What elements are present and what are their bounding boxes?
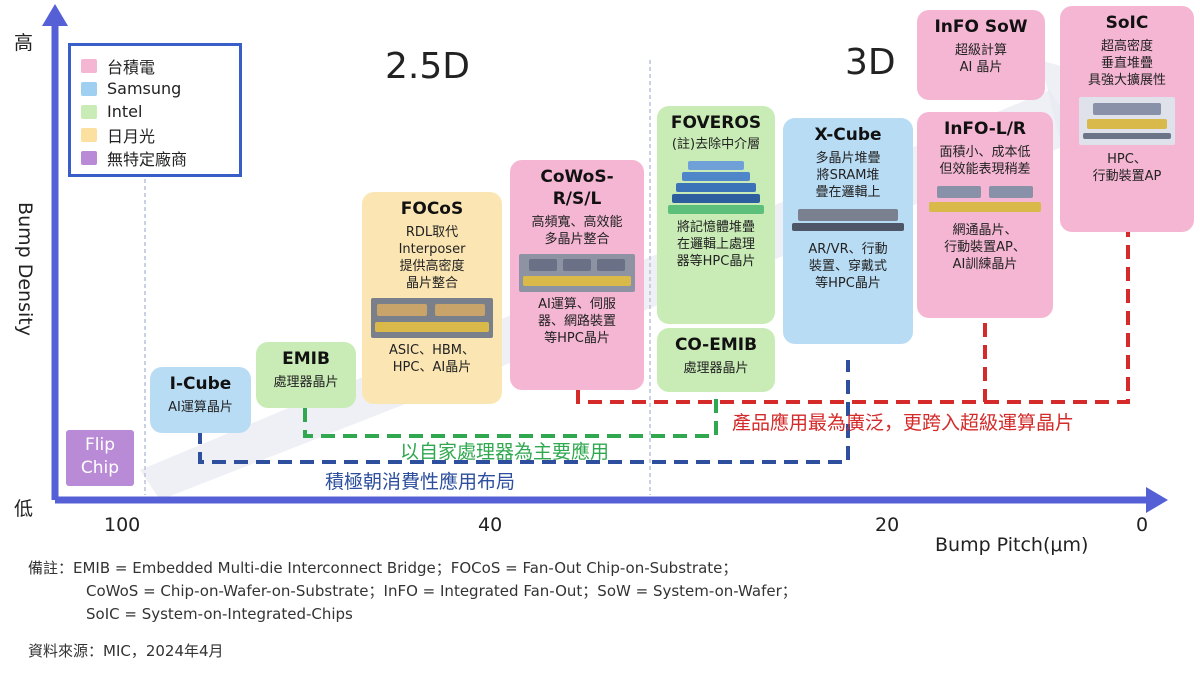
legend-swatch <box>81 81 97 96</box>
box-info-sow: InFO SoW 超級計算 AI 晶片 <box>917 10 1045 100</box>
green-connector <box>303 392 718 438</box>
box-info-sow-text: 超級計算 AI 晶片 <box>954 43 1007 75</box>
y-axis-high: 高 <box>14 32 34 54</box>
box-i-cube-title: I-Cube <box>169 374 232 394</box>
red-connector-b <box>985 232 1130 404</box>
box-emib-text: 處理器晶片 <box>273 375 339 390</box>
legend-swatch <box>81 150 97 165</box>
legend-label: 無特定廠商 <box>107 149 188 169</box>
box-flip-chip: Flip Chip <box>66 430 134 486</box>
box-x-cube-title: X-Cube <box>814 125 882 145</box>
foveros-stack-image <box>668 159 764 215</box>
footnote-line-2: CoWoS = Chip-on-Wafer-on-Substrate；InFO … <box>86 582 797 600</box>
legend-swatch <box>81 127 97 142</box>
box-cowos-text2: AI運算、伺服 器、網路裝置 等HPC晶片 <box>537 297 616 346</box>
legend-label: 日月光 <box>107 126 156 146</box>
source-note: 資料來源：MIC，2024年4月 <box>28 642 224 660</box>
box-focos: FOCoS RDL取代 Interposer 提供高密度 晶片整合 ASIC、H… <box>362 192 502 404</box>
box-emib-title: EMIB <box>282 349 330 369</box>
box-x-cube-text2: AR/VR、行動 裝置、穿戴式 等HPC晶片 <box>808 242 888 291</box>
box-info-lr-text2: 網通晶片、 行動裝置AP、 AI訓練晶片 <box>944 223 1026 272</box>
y-axis-low: 低 <box>14 498 34 520</box>
region-label-3d: 3D <box>845 42 896 83</box>
legend-label: Intel <box>107 102 143 121</box>
region-label-2-5d: 2.5D <box>385 46 470 87</box>
annotation-red: 產品應用最為廣泛，更跨入超級運算晶片 <box>732 412 1075 434</box>
x-tick-20: 20 <box>875 514 900 536</box>
legend: 台積電 Samsung Intel 日月光 無特定廠商 <box>68 43 242 177</box>
legend-item: 日月光 <box>81 123 229 146</box>
box-co-emib-title: CO-EMIB <box>674 335 758 355</box>
box-info-sow-title: InFO SoW <box>934 17 1028 37</box>
box-cowos-title: CoWoS- R/S/L <box>540 167 614 209</box>
box-info-lr: InFO-L/R 面積小、成本低 但效能表現稍差 網通晶片、 行動裝置AP、 A… <box>917 112 1053 318</box>
red-connector-a <box>576 318 987 404</box>
box-foveros: FOVEROS (註)去除中介層 將記憶體堆疊 在邏輯上處理 器等HPC晶片 <box>657 106 775 324</box>
annotation-green: 以自家處理器為主要應用 <box>400 441 610 463</box>
y-axis-arrow <box>42 4 68 26</box>
box-flip-chip-title: Flip Chip <box>80 435 120 478</box>
box-co-emib: CO-EMIB 處理器晶片 <box>657 328 775 392</box>
legend-label: Samsung <box>107 79 182 98</box>
box-i-cube-text: AI運算晶片 <box>168 400 233 415</box>
box-i-cube: I-Cube AI運算晶片 <box>150 367 251 433</box>
focos-package-image <box>371 298 493 338</box>
legend-item: Intel <box>81 100 229 123</box>
box-foveros-text2: 將記憶體堆疊 在邏輯上處理 器等HPC晶片 <box>676 220 756 269</box>
legend-label: 台積電 <box>107 57 156 77</box>
box-co-emib-text: 處理器晶片 <box>683 361 749 376</box>
footnote-line-3: SoIC = System-on-Integrated-Chips <box>86 605 353 623</box>
box-soic-title: SoIC <box>1105 13 1149 33</box>
box-foveros-text: (註)去除中介層 <box>671 137 761 152</box>
x-tick-40: 40 <box>478 514 503 536</box>
box-cowos-text: 高頻寬、高效能 多晶片整合 <box>531 215 623 247</box>
x-cube-package-image <box>792 207 904 237</box>
box-info-lr-text: 面積小、成本低 但效能表現稍差 <box>939 145 1031 177</box>
info-lr-package-image <box>929 184 1041 218</box>
box-focos-text: RDL取代 Interposer 提供高密度 晶片整合 <box>398 225 466 291</box>
legend-swatch <box>81 104 97 119</box>
annotation-blue: 積極朝消費性應用布局 <box>325 471 516 493</box>
soic-package-image <box>1079 97 1175 145</box>
box-foveros-title: FOVEROS <box>670 113 762 133</box>
x-axis-arrow <box>1146 487 1168 513</box>
box-focos-title: FOCoS <box>400 199 464 219</box>
box-info-lr-title: InFO-L/R <box>944 119 1026 139</box>
legend-item: 台積電 <box>81 54 229 77</box>
box-soic-text: 超高密度 垂直堆疊 具強大擴展性 <box>1087 39 1166 88</box>
box-x-cube: X-Cube 多晶片堆疊 將SRAM堆 疊在邏輯上 AR/VR、行動 裝置、穿戴… <box>783 118 913 344</box>
footnote-line-1: 備註：EMIB = Embedded Multi-die Interconnec… <box>28 559 738 577</box>
box-soic-text2: HPC、 行動裝置AP <box>1092 152 1162 184</box>
x-tick-100: 100 <box>104 514 141 536</box>
legend-swatch <box>81 58 97 73</box>
x-tick-0: 0 <box>1136 514 1149 536</box>
box-focos-text2: ASIC、HBM、 HPC、AI晶片 <box>389 343 475 375</box>
box-soic: SoIC 超高密度 垂直堆疊 具強大擴展性 HPC、 行動裝置AP <box>1060 6 1194 232</box>
connector-lines <box>198 232 1130 464</box>
legend-item: 無特定廠商 <box>81 146 229 169</box>
x-axis-label: Bump Pitch(μm) <box>935 534 1089 556</box>
axes <box>42 4 1168 513</box>
box-emib: EMIB 處理器晶片 <box>256 342 356 408</box>
cowos-package-image <box>519 254 635 292</box>
legend-item: Samsung <box>81 77 229 100</box>
box-x-cube-text: 多晶片堆疊 將SRAM堆 疊在邏輯上 <box>815 151 881 200</box>
blue-connector <box>198 360 850 464</box>
box-cowos: CoWoS- R/S/L 高頻寬、高效能 多晶片整合 AI運算、伺服 器、網路裝… <box>510 160 644 390</box>
